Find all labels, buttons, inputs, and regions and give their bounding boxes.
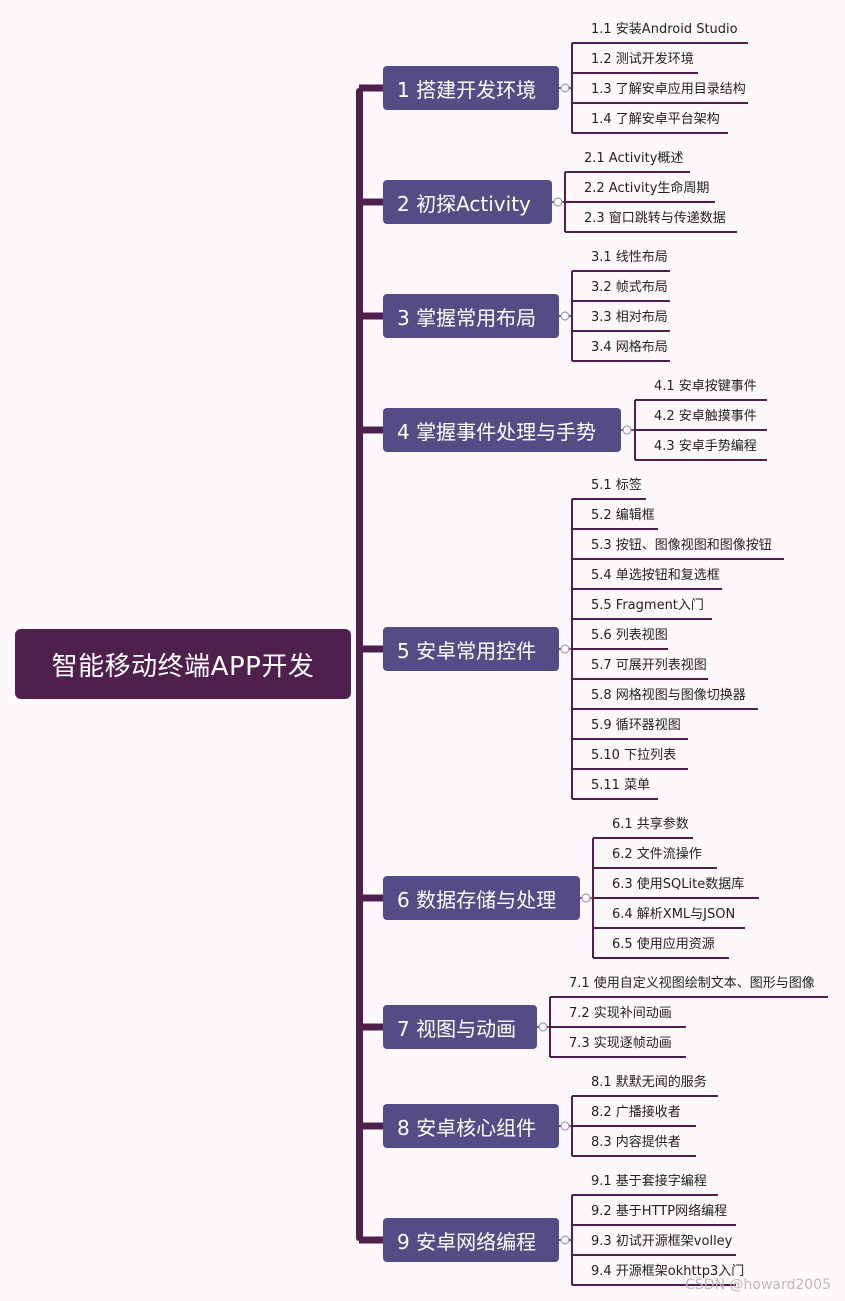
leaf-topic[interactable]: 5.3 按钮、图像视图和图像按钮	[591, 538, 772, 553]
leaf-topic[interactable]: 5.6 列表视图	[591, 628, 668, 643]
leaf-topic[interactable]: 5.2 编辑框	[591, 508, 655, 523]
branch-topic[interactable]: 1 搭建开发环境	[383, 66, 559, 110]
leaf-topic[interactable]: 6.5 使用应用资源	[612, 937, 715, 952]
branch-topic[interactable]: 8 安卓核心组件	[383, 1104, 559, 1148]
collapse-toggle-icon[interactable]	[553, 197, 563, 207]
leaf-topic[interactable]: 5.9 循环器视图	[591, 718, 681, 733]
leaf-topic[interactable]: 6.3 使用SQLite数据库	[612, 877, 745, 892]
branch-topic[interactable]: 2 初探Activity	[383, 180, 552, 224]
root-spine	[356, 88, 363, 1241]
leaf-topic[interactable]: 5.7 可展开列表视图	[591, 658, 707, 673]
collapse-toggle-icon[interactable]	[560, 1121, 570, 1131]
branch-topic[interactable]: 6 数据存储与处理	[383, 876, 580, 920]
collapse-toggle-icon[interactable]	[560, 1235, 570, 1245]
leaf-topic[interactable]: 8.3 内容提供者	[591, 1135, 681, 1150]
branch-topic[interactable]: 4 掌握事件处理与手势	[383, 408, 621, 452]
collapse-toggle-icon[interactable]	[622, 425, 632, 435]
leaf-topic[interactable]: 9.4 开源框架okhttp3入门	[591, 1264, 745, 1279]
collapse-toggle-icon[interactable]	[560, 311, 570, 321]
leaf-topic[interactable]: 5.11 菜单	[591, 778, 651, 793]
leaf-topic[interactable]: 9.1 基于套接字编程	[591, 1174, 707, 1189]
leaf-topic[interactable]: 7.2 实现补间动画	[569, 1006, 672, 1021]
leaf-topic[interactable]: 4.1 安卓按键事件	[654, 379, 757, 394]
collapse-toggle-icon[interactable]	[538, 1022, 548, 1032]
leaf-topic[interactable]: 8.2 广播接收者	[591, 1105, 681, 1120]
leaf-topic[interactable]: 5.1 标签	[591, 478, 642, 493]
branch-topic[interactable]: 7 视图与动画	[383, 1005, 537, 1049]
leaf-topic[interactable]: 2.2 Activity生命周期	[584, 181, 710, 196]
collapse-toggle-icon[interactable]	[581, 893, 591, 903]
leaf-topic[interactable]: 8.1 默默无闻的服务	[591, 1075, 707, 1090]
leaf-topic[interactable]: 4.2 安卓触摸事件	[654, 409, 757, 424]
leaf-topic[interactable]: 5.5 Fragment入门	[591, 598, 704, 613]
collapse-toggle-icon[interactable]	[560, 644, 570, 654]
leaf-topic[interactable]: 1.1 安装Android Studio	[591, 22, 738, 37]
leaf-topic[interactable]: 6.1 共享参数	[612, 817, 689, 832]
root-topic[interactable]: 智能移动终端APP开发	[15, 629, 351, 699]
leaf-topic[interactable]: 1.3 了解安卓应用目录结构	[591, 82, 746, 97]
leaf-topic[interactable]: 7.1 使用自定义视图绘制文本、图形与图像	[569, 976, 815, 991]
leaf-topic[interactable]: 1.2 测试开发环境	[591, 52, 694, 67]
leaf-topic[interactable]: 9.3 初试开源框架volley	[591, 1234, 733, 1249]
branch-topic[interactable]: 9 安卓网络编程	[383, 1218, 559, 1262]
leaf-topic[interactable]: 3.2 帧式布局	[591, 280, 668, 295]
leaf-topic[interactable]: 3.4 网格布局	[591, 340, 668, 355]
leaf-topic[interactable]: 7.3 实现逐帧动画	[569, 1036, 672, 1051]
leaf-topic[interactable]: 6.2 文件流操作	[612, 847, 702, 862]
leaf-topic[interactable]: 5.10 下拉列表	[591, 748, 677, 763]
leaf-topic[interactable]: 5.4 单选按钮和复选框	[591, 568, 720, 583]
leaf-topic[interactable]: 4.3 安卓手势编程	[654, 439, 757, 454]
leaf-topic[interactable]: 9.2 基于HTTP网络编程	[591, 1204, 728, 1219]
leaf-topic[interactable]: 5.8 网格视图与图像切换器	[591, 688, 746, 703]
branch-topic[interactable]: 5 安卓常用控件	[383, 627, 559, 671]
watermark: CSDN @howard2005	[685, 1277, 831, 1293]
leaf-topic[interactable]: 1.4 了解安卓平台架构	[591, 112, 720, 127]
leaf-topic[interactable]: 2.3 窗口跳转与传递数据	[584, 211, 726, 226]
branch-topic[interactable]: 3 掌握常用布局	[383, 294, 559, 338]
collapse-toggle-icon[interactable]	[560, 83, 570, 93]
leaf-topic[interactable]: 2.1 Activity概述	[584, 151, 684, 166]
leaf-topic[interactable]: 3.3 相对布局	[591, 310, 668, 325]
leaf-topic[interactable]: 3.1 线性布局	[591, 250, 668, 265]
leaf-topic[interactable]: 6.4 解析XML与JSON	[612, 907, 736, 922]
